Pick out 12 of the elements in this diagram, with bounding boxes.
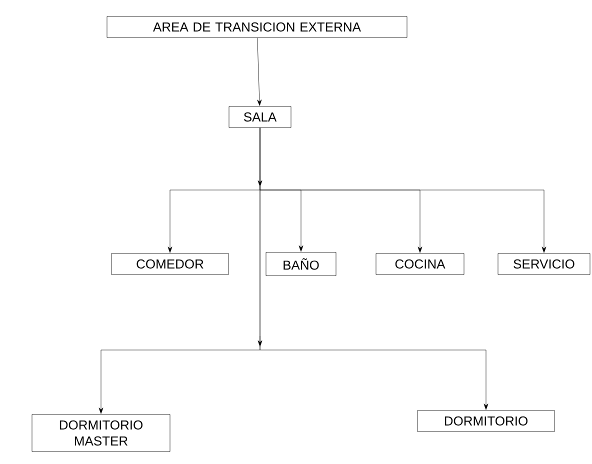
room-box: AREA DE TRANSICION EXTERNA <box>106 16 408 38</box>
room-box: DORMITORIO MASTER <box>32 414 170 452</box>
room-box: SALA <box>228 106 292 128</box>
arrow <box>260 128 488 410</box>
arrow <box>257 38 262 106</box>
room-box: COMEDOR <box>111 253 229 275</box>
room-box: COCINA <box>376 253 464 275</box>
arrowhead <box>258 176 262 187</box>
room-box: BAÑO <box>266 252 336 276</box>
room-box: SERVICIO <box>498 253 590 275</box>
room-box: DORMITORIO <box>417 410 555 432</box>
arrowhead <box>258 336 262 347</box>
